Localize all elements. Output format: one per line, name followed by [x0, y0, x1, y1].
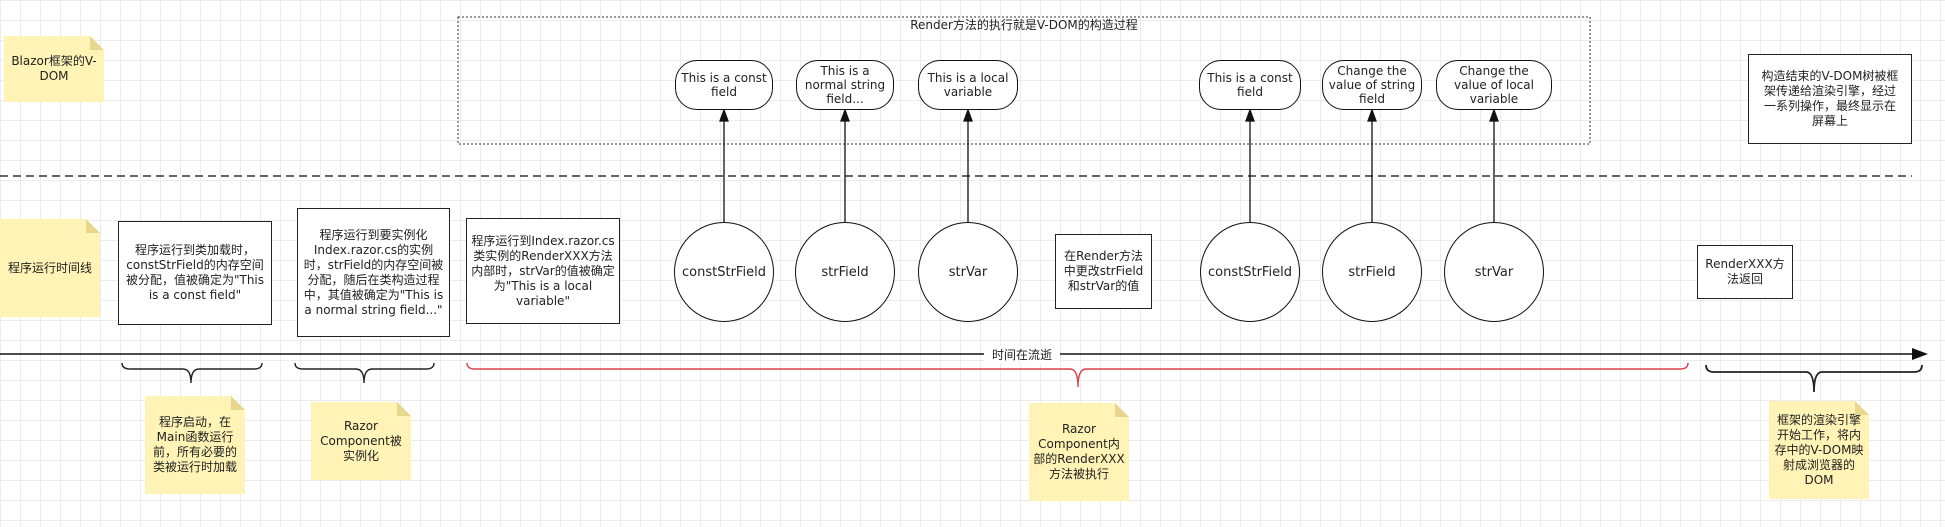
note-blazor-vdom: Blazor框架的V-DOM: [4, 36, 104, 102]
arrowhead: [963, 108, 973, 122]
vdom-node-const-field: This is a const field: [675, 60, 773, 110]
box-renderxxx-returns: RenderXXX方法返回: [1697, 245, 1793, 299]
note-program-start: 程序启动，在Main函数运行前，所有必要的类被运行时加载: [145, 396, 245, 494]
box-class-loading: 程序运行到类加载时，constStrField的内存空间被分配，值被确定为"Th…: [118, 221, 272, 325]
variable-conststrfield-2: constStrField: [1200, 222, 1300, 322]
box-vdom-passed-to-engine: 构造结束的V-DOM树被框架传递给渲染引擎，经过一系列操作，最终显示在屏幕上: [1748, 54, 1912, 144]
vdom-node-const-field-2: This is a const field: [1199, 60, 1301, 110]
note-razor-instantiated: Razor Component被实例化: [311, 402, 411, 480]
vdom-region-border: [457, 16, 1591, 145]
arrowhead: [840, 108, 850, 122]
vdom-node-changed-local-variable: Change the value of local variable: [1436, 60, 1552, 110]
brace-instantiation: [294, 362, 435, 384]
note-runtime-timeline: 程序运行时间线: [0, 219, 100, 317]
brace-class-loading: [121, 362, 263, 384]
timeline-arrowhead: [1912, 348, 1928, 360]
brace-render-execution: [466, 362, 1689, 388]
variable-strvar-2: strVar: [1444, 222, 1544, 322]
variable-strfield: strField: [795, 222, 895, 322]
arrowhead: [1245, 108, 1255, 122]
arrowhead: [1489, 108, 1499, 122]
variable-strfield-2: strField: [1322, 222, 1422, 322]
arrowhead: [719, 108, 729, 122]
variable-strvar: strVar: [918, 222, 1018, 322]
variable-conststrfield: constStrField: [674, 222, 774, 322]
vdom-node-local-variable: This is a local variable: [918, 60, 1018, 110]
brace-render-engine: [1705, 364, 1923, 393]
note-render-engine: 框架的渲染引擎开始工作，将内存中的V-DOM映射成浏览器的DOM: [1769, 401, 1869, 499]
box-instantiation: 程序运行到要实例化Index.razor.cs的实例时，strField的内存空…: [297, 208, 450, 337]
timeline-label: 时间在流逝: [984, 346, 1060, 363]
vdom-node-changed-string-field: Change the value of string field: [1322, 60, 1422, 110]
note-renderxxx-executed: Razor Component内部的RenderXXX方法被执行: [1029, 403, 1129, 501]
box-modify-values: 在Render方法中更改strField和strVar的值: [1055, 234, 1152, 309]
vdom-node-string-field: This is a normal string field...: [796, 60, 894, 110]
box-render-call: 程序运行到Index.razor.cs类实例的RenderXXX方法内部时，st…: [466, 218, 620, 324]
arrowhead: [1367, 108, 1377, 122]
vdom-region-title: Render方法的执行就是V-DOM的构造过程: [910, 18, 1138, 32]
